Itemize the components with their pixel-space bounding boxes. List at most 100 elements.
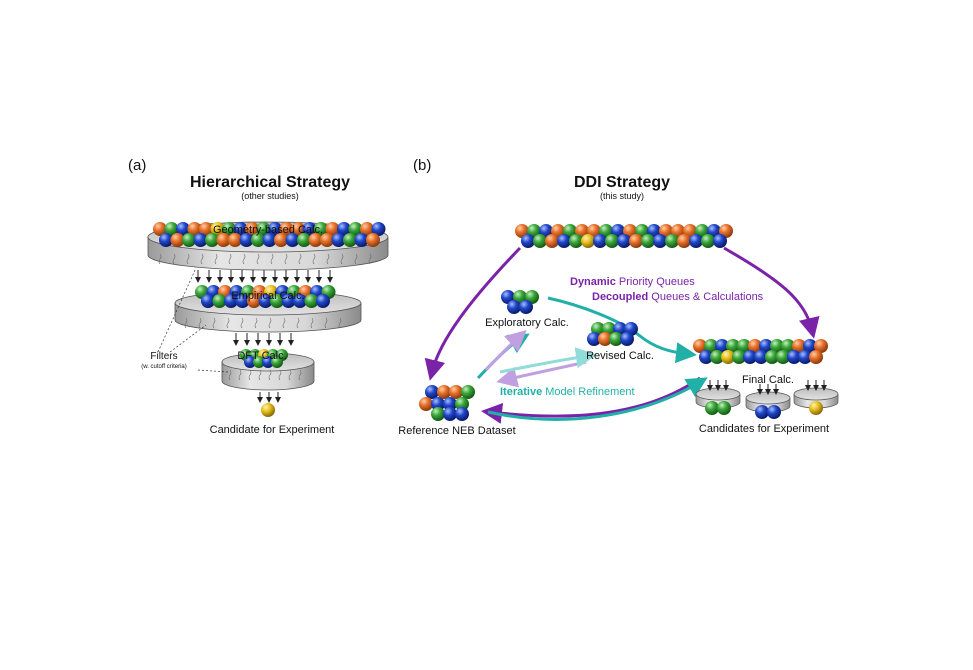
- molecule-ball: [605, 234, 619, 248]
- molecule-ball: [210, 222, 225, 236]
- molecule-ball: [244, 356, 256, 368]
- molecule-ball: [170, 233, 185, 247]
- molecule-ball: [297, 233, 311, 247]
- disk-wave-mark: [212, 317, 216, 329]
- molecule-ball: [247, 294, 261, 308]
- molecule-ball: [331, 233, 346, 247]
- molecule-ball: [354, 233, 369, 247]
- molecule-ball: [767, 405, 781, 419]
- molecule-ball: [437, 385, 451, 399]
- molecule-ball: [348, 222, 363, 236]
- molecule-ball: [253, 356, 265, 368]
- molecule-ball: [325, 222, 340, 236]
- molecule-ball: [343, 233, 357, 247]
- molecule-ball: [182, 233, 196, 247]
- molecule-ball: [689, 234, 703, 248]
- molecule-ball: [366, 233, 380, 247]
- molecule-ball: [593, 234, 607, 248]
- filter-arrows-2: [233, 333, 294, 346]
- molecule-layer-2: [195, 285, 336, 308]
- disk-wave-mark: [278, 369, 282, 381]
- disk-wave-mark: [256, 253, 260, 265]
- molecule-ball: [274, 233, 288, 247]
- panel-a-subtitle: (other studies): [241, 191, 299, 201]
- molecule-ball: [598, 332, 612, 346]
- disk-wave-mark: [158, 253, 162, 265]
- molecule-ball: [770, 339, 784, 353]
- molecule-ball: [653, 234, 667, 248]
- molecule-ball: [665, 234, 679, 248]
- disk-wave-mark: [340, 253, 344, 265]
- molecule-ball: [337, 222, 351, 236]
- molecule-ball: [715, 339, 729, 353]
- disk-wave-mark: [326, 253, 330, 265]
- molecule-ball: [270, 294, 284, 308]
- molecule-ball: [360, 222, 374, 236]
- molecule-ball: [455, 397, 469, 411]
- panel-b-subtitle: (this study): [600, 191, 644, 201]
- molecule-ball: [316, 294, 330, 308]
- molecule-ball: [732, 350, 746, 364]
- molecule-ball: [507, 300, 521, 314]
- molecule-ball: [581, 234, 595, 248]
- disk-wave-mark: [354, 253, 358, 265]
- molecule-ball: [705, 401, 719, 415]
- molecule-ball: [245, 222, 259, 236]
- molecule-ball: [519, 300, 533, 314]
- molecule-ball: [187, 222, 202, 236]
- molecule-ball: [419, 397, 433, 411]
- molecule-ball: [803, 339, 817, 353]
- disk-wave-mark: [324, 317, 328, 329]
- molecule-ball: [737, 339, 751, 353]
- disk-wave-mark: [312, 253, 316, 265]
- disk-wave-mark: [270, 253, 274, 265]
- molecule-layer-1: [153, 222, 386, 247]
- molecule-ball: [233, 222, 248, 236]
- disk-wave-mark: [298, 369, 302, 381]
- candidates-label: Candidates for Experiment: [699, 423, 829, 435]
- molecule-ball: [279, 222, 294, 236]
- molecule-ball: [726, 339, 740, 353]
- molecule-ball: [461, 385, 475, 399]
- arrow-reference-to-final: [487, 377, 708, 421]
- mini-disk-top: [793, 387, 839, 401]
- molecule-ball: [620, 332, 634, 346]
- disk-wave-mark: [310, 317, 314, 329]
- molecule-ball: [677, 234, 691, 248]
- molecule-ball: [176, 222, 190, 236]
- molecule-ball: [258, 294, 273, 308]
- disk-wave-mark: [298, 253, 302, 265]
- layer-label-geometry: Geometry-based Calc.: [213, 224, 323, 236]
- filter-arrows-1: [195, 270, 333, 283]
- molecule-ball: [308, 233, 323, 247]
- molecule-ball: [302, 222, 317, 236]
- light-flow-arrows: [484, 329, 597, 388]
- molecule-group-final: [693, 339, 828, 364]
- candidate-ball: [261, 403, 275, 417]
- filters-callout-lines: [157, 267, 229, 373]
- molecule-ball: [153, 222, 167, 236]
- molecule-ball: [765, 350, 779, 364]
- molecule-ball: [216, 233, 231, 247]
- disk-wave-mark: [338, 317, 342, 329]
- molecule-ball: [759, 339, 773, 353]
- panel-a-tag: (a): [128, 157, 146, 174]
- molecule-ball: [205, 233, 219, 247]
- molecule-ball: [431, 397, 445, 411]
- disk-wave-mark: [228, 369, 232, 381]
- mini-disk-top: [745, 391, 791, 405]
- panel-b: (b) DDI Strategy (this study) Dynamic Pr…: [398, 157, 839, 437]
- molecule-ball: [617, 234, 631, 248]
- molecule-ball: [431, 407, 445, 421]
- disk-wave-mark: [254, 317, 258, 329]
- mini-disk-top: [695, 387, 741, 401]
- molecule-ball: [314, 222, 328, 236]
- panel-a: (a) Hierarchical Strategy (other studies…: [128, 157, 389, 436]
- molecule-ball: [262, 356, 274, 368]
- molecule-ball: [164, 222, 179, 236]
- molecule-ball: [748, 339, 762, 353]
- filters-note: (w. cutoff criteria): [141, 364, 187, 370]
- molecule-ball: [710, 350, 724, 364]
- arrow-final-to-reference: [481, 376, 701, 424]
- molecule-ball: [256, 222, 271, 236]
